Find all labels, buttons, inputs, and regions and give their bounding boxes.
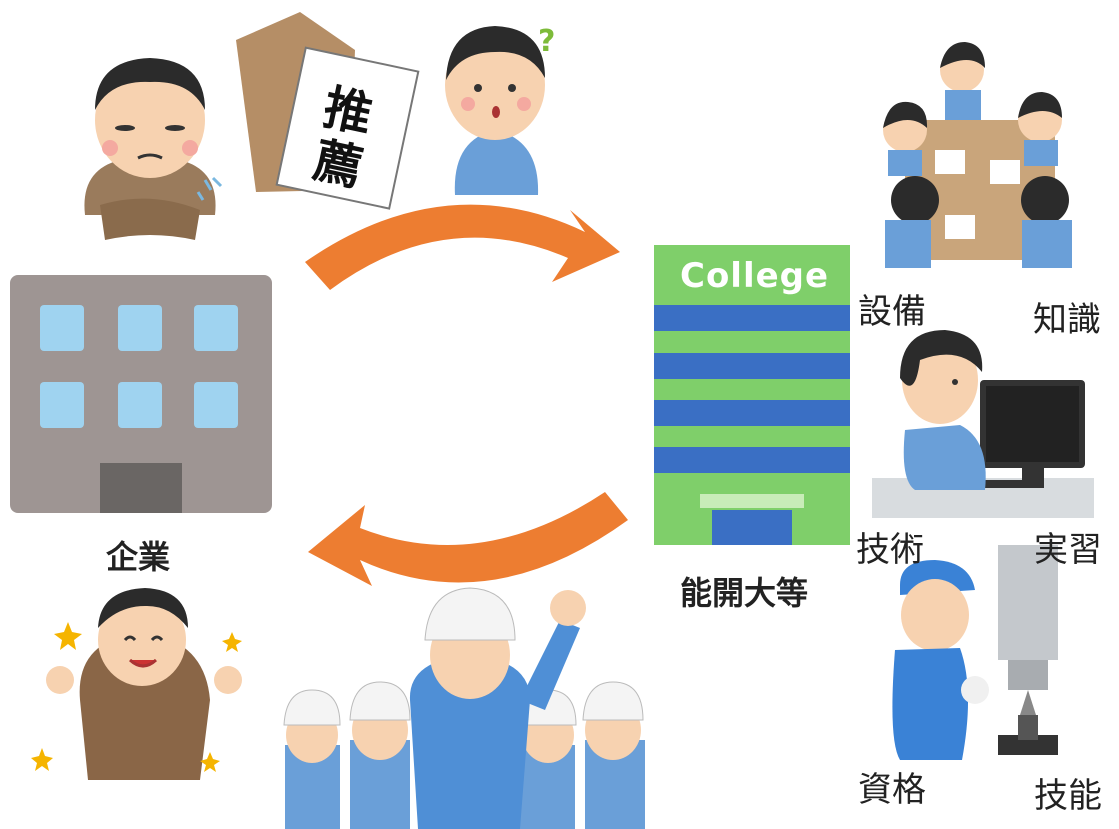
worried-manager-illustration (84, 58, 223, 240)
computer-training-illustration (872, 330, 1094, 518)
question-mark: ? (538, 24, 556, 59)
skill-practice-label: 実習 (1034, 530, 1102, 570)
company-building (10, 275, 272, 513)
happy-manager-illustration (31, 588, 242, 780)
company-label: 企業 (106, 538, 171, 576)
recommendation-envelope (236, 12, 420, 210)
skill-qualification-label: 資格 (858, 770, 926, 810)
skill-skill-label: 技能 (1034, 776, 1102, 816)
skill-technique-label: 技術 (856, 530, 924, 570)
college-group-label: 能開大等 (680, 574, 809, 612)
puzzled-worker-illustration (445, 26, 545, 195)
group-meeting-illustration (883, 42, 1072, 268)
college-sign: College (680, 256, 830, 296)
machine-operation-illustration (892, 545, 1058, 760)
arrow-to-college (305, 204, 620, 290)
arrow-to-company (308, 492, 628, 586)
worker-team-illustration (283, 587, 645, 829)
skill-equipment-label: 設備 (858, 292, 926, 332)
college-building (654, 245, 850, 545)
skill-knowledge-label: 知識 (1033, 300, 1101, 340)
